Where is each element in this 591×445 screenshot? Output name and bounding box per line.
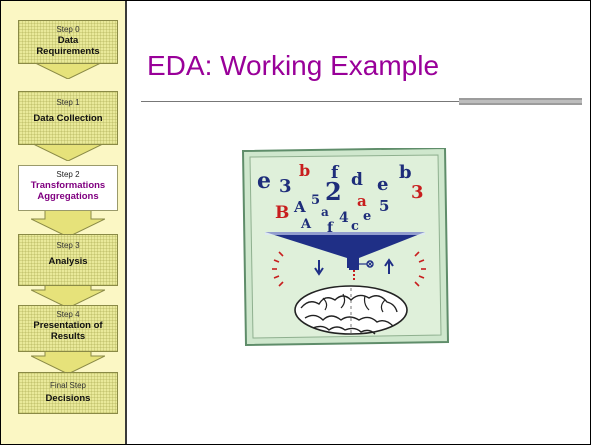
process-sidebar: Step 0 Data Requirements Step 1 Data Col… [1, 1, 127, 444]
step-box-data-requirements[interactable]: Step 0 Data Requirements [18, 20, 118, 64]
step-box-decisions[interactable]: Final Step Decisions [18, 372, 118, 414]
step-box-data-collection[interactable]: Step 1 Data Collection [18, 91, 118, 145]
title-underline [141, 98, 582, 105]
spark-marks [272, 251, 426, 287]
svg-text:d: d [351, 170, 363, 190]
step-number: Step 0 [56, 25, 80, 34]
svg-text:A: A [293, 198, 306, 216]
step-box-presentation[interactable]: Step 4 Presentation of Results [18, 305, 118, 352]
step-number: Final Step [49, 381, 87, 390]
data-funnel-brain-illustration: e 3 b f d e b 3 B A 5 2 a 5 A 4 c f e a [241, 148, 449, 346]
svg-text:5: 5 [311, 193, 320, 208]
step-title: Data [57, 35, 79, 46]
step-title: Requirements [36, 46, 100, 57]
svg-text:3: 3 [411, 182, 424, 203]
letters-cloud: e 3 b f d e b 3 B A 5 2 a 5 A 4 c f e a [257, 161, 424, 236]
step-title: Data Collection [33, 113, 103, 124]
step-number: Step 4 [56, 310, 80, 319]
svg-text:b: b [299, 161, 310, 180]
svg-text:B: B [275, 203, 289, 223]
svg-text:f: f [327, 220, 334, 236]
down-arrow-icon [314, 260, 324, 276]
svg-text:2: 2 [325, 177, 342, 206]
funnel-icon [265, 232, 425, 282]
step-title: Decisions [45, 393, 91, 404]
svg-text:3: 3 [279, 176, 292, 197]
svg-text:e: e [363, 209, 371, 224]
svg-text:4: 4 [339, 210, 349, 226]
step-number: Step 2 [56, 170, 80, 179]
step-title: Analysis [48, 256, 88, 267]
svg-text:a: a [321, 205, 329, 219]
step-title: Transformations [30, 180, 106, 191]
step-title: Results [50, 331, 86, 342]
svg-text:e: e [257, 168, 271, 194]
step-number: Step 1 [56, 98, 80, 107]
step-box-analysis[interactable]: Step 3 Analysis [18, 234, 118, 286]
svg-text:a: a [357, 192, 367, 210]
svg-text:f: f [331, 163, 340, 183]
up-arrow-icon [384, 258, 394, 274]
slide-title: EDA: Working Example [147, 50, 440, 81]
step-title: Presentation of [33, 320, 103, 331]
down-arrow-icon [31, 207, 105, 237]
svg-text:c: c [351, 219, 359, 234]
svg-text:b: b [399, 162, 412, 183]
brain-icon [294, 285, 408, 335]
svg-text:5: 5 [379, 197, 389, 215]
step-box-transformations-active[interactable]: Step 2 Transformations Aggregations [18, 165, 118, 211]
step-title: Aggregations [37, 191, 99, 202]
step-number: Step 3 [56, 241, 80, 250]
svg-text:A: A [300, 217, 312, 232]
svg-text:e: e [377, 174, 388, 195]
